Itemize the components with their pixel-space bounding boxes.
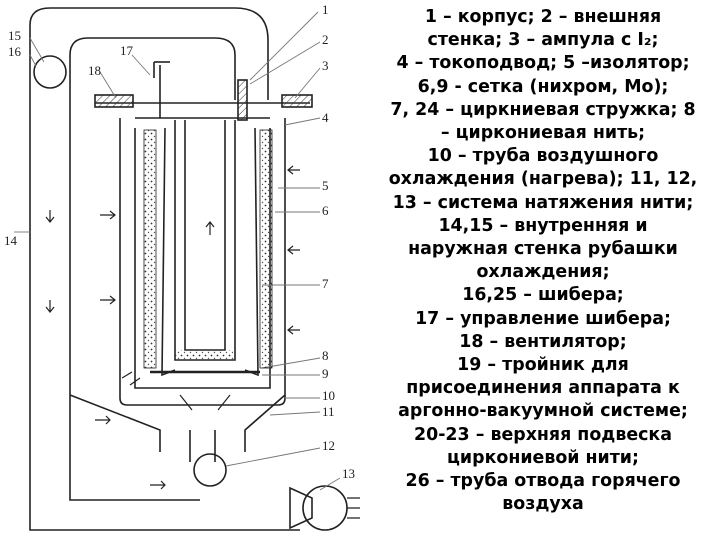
current-lead xyxy=(237,79,248,121)
housing-outer xyxy=(119,118,286,406)
motor-circle xyxy=(302,485,348,531)
legend-line: 19 – тройник для xyxy=(457,355,629,376)
lower-pipe xyxy=(189,430,216,462)
zirconium-shavings xyxy=(175,350,235,360)
air-cooling-tube-inner xyxy=(184,120,226,351)
legend-line: 16,25 – шибера; xyxy=(462,285,624,306)
label-11: 11 xyxy=(322,404,335,419)
air-cooling-tube xyxy=(174,120,236,361)
legend-line: 13 – система натяжения нити; xyxy=(392,192,694,213)
label-16: 16 xyxy=(8,44,22,59)
legend-line: 1 – корпус; 2 – внешняя xyxy=(424,7,662,27)
insulator-right xyxy=(259,129,273,369)
legend-line: 14,15 – внутренняя и xyxy=(438,215,648,236)
legend-line: – циркониевая нить; xyxy=(440,123,646,144)
label-13: 13 xyxy=(342,466,355,481)
label-2: 2 xyxy=(322,32,329,47)
left-duct-inner xyxy=(69,85,200,501)
legend-line: 4 – токоподвод; 5 –изолятор; xyxy=(396,53,690,74)
label-1: 1 xyxy=(322,2,329,17)
insulator xyxy=(143,129,157,369)
cooling-jacket-outer-wall xyxy=(29,7,269,100)
legend-line: 7, 24 – циркниевая стружка; 8 xyxy=(390,99,696,120)
legend-line: 6,9 - сетка (нихром, Mo); xyxy=(417,76,669,97)
label-8: 8 xyxy=(322,348,329,363)
label-5: 5 xyxy=(322,178,329,193)
label-14: 14 xyxy=(4,233,18,248)
legend-line: стенка; 3 – ампула с I₂; xyxy=(427,30,659,51)
legend-line: 20-23 – верхняя подвеска xyxy=(414,424,672,445)
zirconium-filament-left xyxy=(161,127,176,377)
legend-line: циркониевой нити; xyxy=(447,447,639,468)
label-9: 9 xyxy=(322,366,329,381)
legend-line: 17 – управление шибера; xyxy=(415,308,671,329)
label-18: 18 xyxy=(88,63,101,78)
motor-cone xyxy=(289,486,313,530)
label-3: 3 xyxy=(322,58,329,73)
left-flange xyxy=(94,94,134,108)
legend-line: 26 – труба отвода горячего xyxy=(405,471,681,492)
legend-line: 18 – вентилятор; xyxy=(459,331,627,352)
legend-line: охлаждения; xyxy=(476,262,610,283)
bottom-funnel xyxy=(69,394,286,452)
tensioner-circle xyxy=(193,453,227,487)
label-6: 6 xyxy=(322,203,329,218)
label-10: 10 xyxy=(322,388,335,403)
left-duct-outer xyxy=(29,85,300,531)
label-17: 17 xyxy=(120,43,134,58)
legend-text: 1 – корпус; 2 – внешняя стенка; 3 – ампу… xyxy=(366,6,720,540)
legend-line: охлаждения (нагрева); 11, 12, xyxy=(388,169,698,190)
zirconium-filament-right xyxy=(244,127,259,377)
legend-line: 10 – труба воздушного xyxy=(427,146,659,167)
right-flange xyxy=(281,94,313,108)
label-7: 7 xyxy=(322,276,329,291)
part-labels: 1 15 16 17 18 2 3 4 5 6 14 7 8 9 10 11 1… xyxy=(4,2,355,481)
label-12: 12 xyxy=(322,438,335,453)
legend-line: аргонно-вакуумной системе; xyxy=(398,401,688,422)
label-4: 4 xyxy=(322,110,329,125)
legend-line: наружная стенка рубашки xyxy=(408,239,678,260)
fan-circle xyxy=(33,55,67,89)
label-15: 15 xyxy=(8,28,21,43)
legend-line: присоединения аппарата к xyxy=(406,378,680,399)
legend-line: воздуха xyxy=(502,494,584,515)
cooling-jacket-inner-wall xyxy=(69,37,236,100)
apparatus-diagram: 1 15 16 17 18 2 3 4 5 6 14 7 8 9 10 11 1… xyxy=(4,2,360,531)
